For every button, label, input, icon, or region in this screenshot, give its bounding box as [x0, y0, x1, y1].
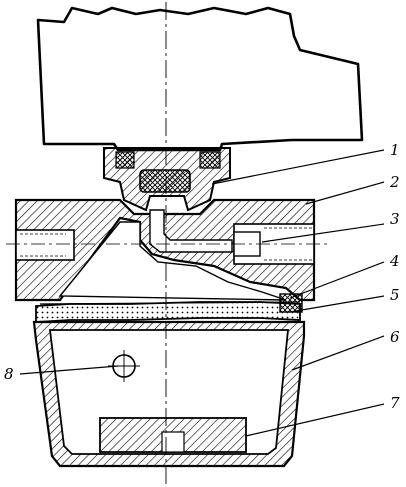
diaphragm-upper-line [39, 301, 301, 305]
insert-slot [161, 431, 185, 453]
left-port-thread [20, 233, 66, 257]
label-6: 6 [390, 328, 400, 346]
neck-left-seal [115, 151, 135, 169]
sealing-ring [279, 293, 303, 313]
neck-right-seal [199, 151, 221, 169]
label-1: 1 [390, 141, 400, 159]
inner-cavity [58, 221, 287, 301]
diaphragm [35, 301, 301, 323]
leader-lines [19, 149, 385, 437]
internal-channel [149, 209, 233, 253]
label-7: 7 [390, 394, 400, 412]
upper-block [36, 6, 364, 152]
label-8: 8 [4, 365, 14, 383]
label-3: 3 [390, 210, 400, 228]
valve-plug [139, 169, 191, 193]
label-2: 2 [389, 173, 400, 191]
label-4: 4 [389, 252, 400, 270]
right-port-thread [264, 227, 312, 261]
label-5: 5 [390, 286, 400, 304]
left-port [15, 229, 75, 261]
